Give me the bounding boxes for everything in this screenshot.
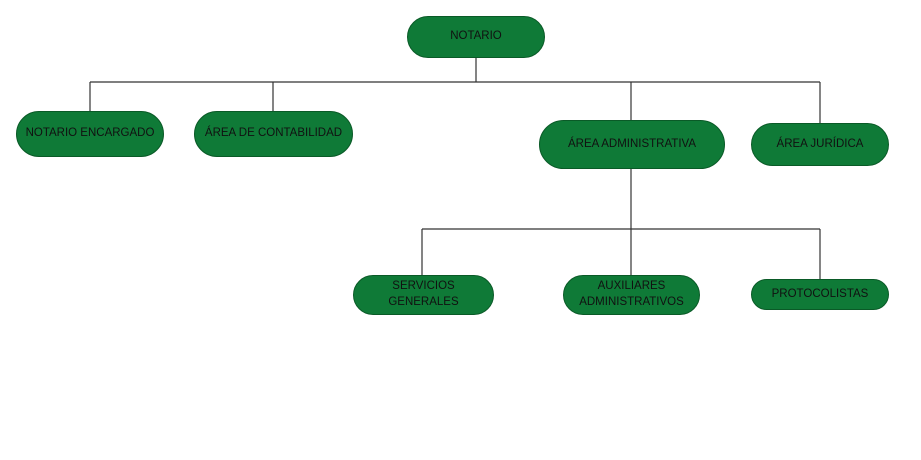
node-area-administrativa: ÁREA ADMINISTRATIVA <box>539 120 725 169</box>
node-area-contabilidad: ÁREA DE CONTABILIDAD <box>194 111 353 157</box>
node-notario-encargado: NOTARIO ENCARGADO <box>16 111 164 157</box>
node-area-juridica: ÁREA JURÍDICA <box>751 123 889 166</box>
node-protocolistas: PROTOCOLISTAS <box>751 279 889 310</box>
node-auxiliares-administrativos: AUXILIARES ADMINISTRATIVOS <box>563 275 700 315</box>
node-servicios-generales: SERVICIOS GENERALES <box>353 275 494 315</box>
node-notario: NOTARIO <box>407 16 545 58</box>
